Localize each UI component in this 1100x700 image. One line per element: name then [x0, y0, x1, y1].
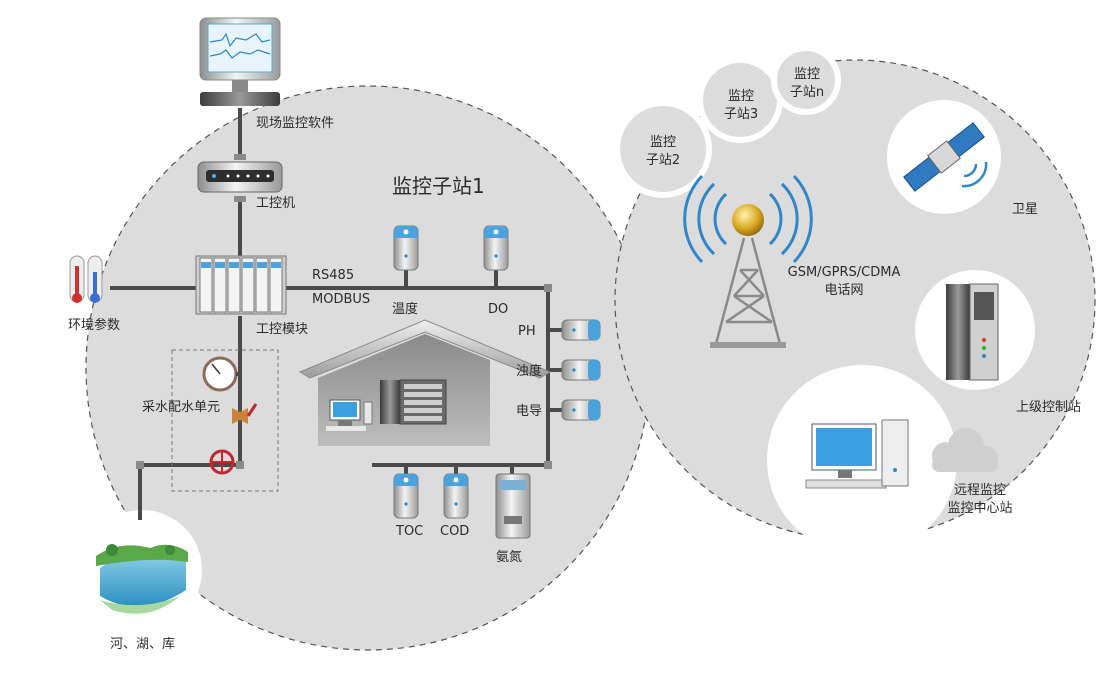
- analyzer-cod-icon: [443, 473, 469, 519]
- subn-circle: [771, 45, 841, 115]
- pipe-joints: [136, 154, 552, 469]
- remote-line1: 远程监控: [953, 483, 1006, 498]
- tower-icon: [683, 174, 813, 348]
- cod-label: COD: [440, 524, 470, 539]
- subn-line1: 监控: [793, 67, 820, 82]
- background-circles: [82, 45, 1096, 651]
- remote-label: 远程监控 监控中心站: [928, 482, 1032, 518]
- sub2-circle: [614, 100, 712, 198]
- rs485-label: RS485: [312, 268, 355, 283]
- env-label: 环境参数: [68, 318, 121, 333]
- monitor-icon: [199, 17, 281, 106]
- software-label: 现场监控软件: [256, 116, 335, 131]
- source-label: 河、湖、库: [110, 637, 176, 652]
- modbus-label: MODBUS: [312, 292, 371, 307]
- subn-line2: 子站n: [789, 85, 825, 100]
- satellite-label: 卫星: [1012, 202, 1039, 217]
- computer-icon: [805, 419, 909, 489]
- analyzer-temp-icon: [393, 225, 419, 271]
- sampling-label: 采水配水单元: [142, 400, 221, 415]
- do-label: DO: [488, 302, 509, 317]
- analyzer-ammonia-icon: [495, 473, 531, 539]
- sub2-line2: 子站2: [645, 153, 681, 168]
- sub3-label: 监控 子站3: [718, 88, 764, 124]
- server-icon: [946, 283, 999, 381]
- analyzer-turbidity-icon: [561, 359, 601, 381]
- lake-icon: [96, 544, 188, 614]
- temp-label: 温度: [392, 302, 419, 317]
- sub2-line1: 监控: [649, 135, 676, 150]
- sub2-label: 监控 子站2: [640, 134, 686, 170]
- network-line2: 电话网: [824, 283, 864, 298]
- toc-label: TOC: [396, 524, 424, 539]
- router-icon: [197, 161, 283, 193]
- ammonia-label: 氨氮: [496, 550, 523, 565]
- thermometer-icon: [69, 255, 103, 303]
- ph-label: PH: [518, 324, 536, 339]
- remote-line2: 监控中心站: [947, 501, 1013, 516]
- pressure-gauge-icon: [202, 356, 240, 392]
- pipes: [110, 108, 562, 520]
- module-label: 工控模块: [256, 322, 309, 337]
- network-label: GSM/GPRS/CDMA 电话网: [778, 264, 910, 300]
- analyzer-toc-icon: [393, 473, 419, 519]
- station1-title: 监控子站1: [392, 174, 485, 198]
- turbidity-label: 浊度: [516, 364, 543, 379]
- network-line1: GSM/GPRS/CDMA: [787, 265, 901, 280]
- cloud-icon: [932, 428, 998, 472]
- satellite-signal-icon: [961, 161, 988, 188]
- house-icon: [298, 319, 552, 446]
- satellite-icon: [903, 122, 985, 192]
- module-rack-icon: [195, 255, 287, 315]
- analyzer-conductivity-icon: [561, 399, 601, 421]
- subn-label: 监控 子站n: [784, 66, 830, 102]
- sampling-unit-box: [171, 349, 279, 492]
- sub3-line1: 监控: [727, 89, 754, 104]
- analyzer-do-icon: [483, 225, 509, 271]
- upper-label: 上级控制站: [1016, 400, 1082, 415]
- conductivity-label: 电导: [516, 404, 543, 419]
- sub3-line2: 子站3: [723, 107, 759, 122]
- analyzer-ph-icon: [561, 319, 601, 341]
- ipc-label: 工控机: [256, 196, 296, 211]
- valve-icon: [209, 403, 258, 475]
